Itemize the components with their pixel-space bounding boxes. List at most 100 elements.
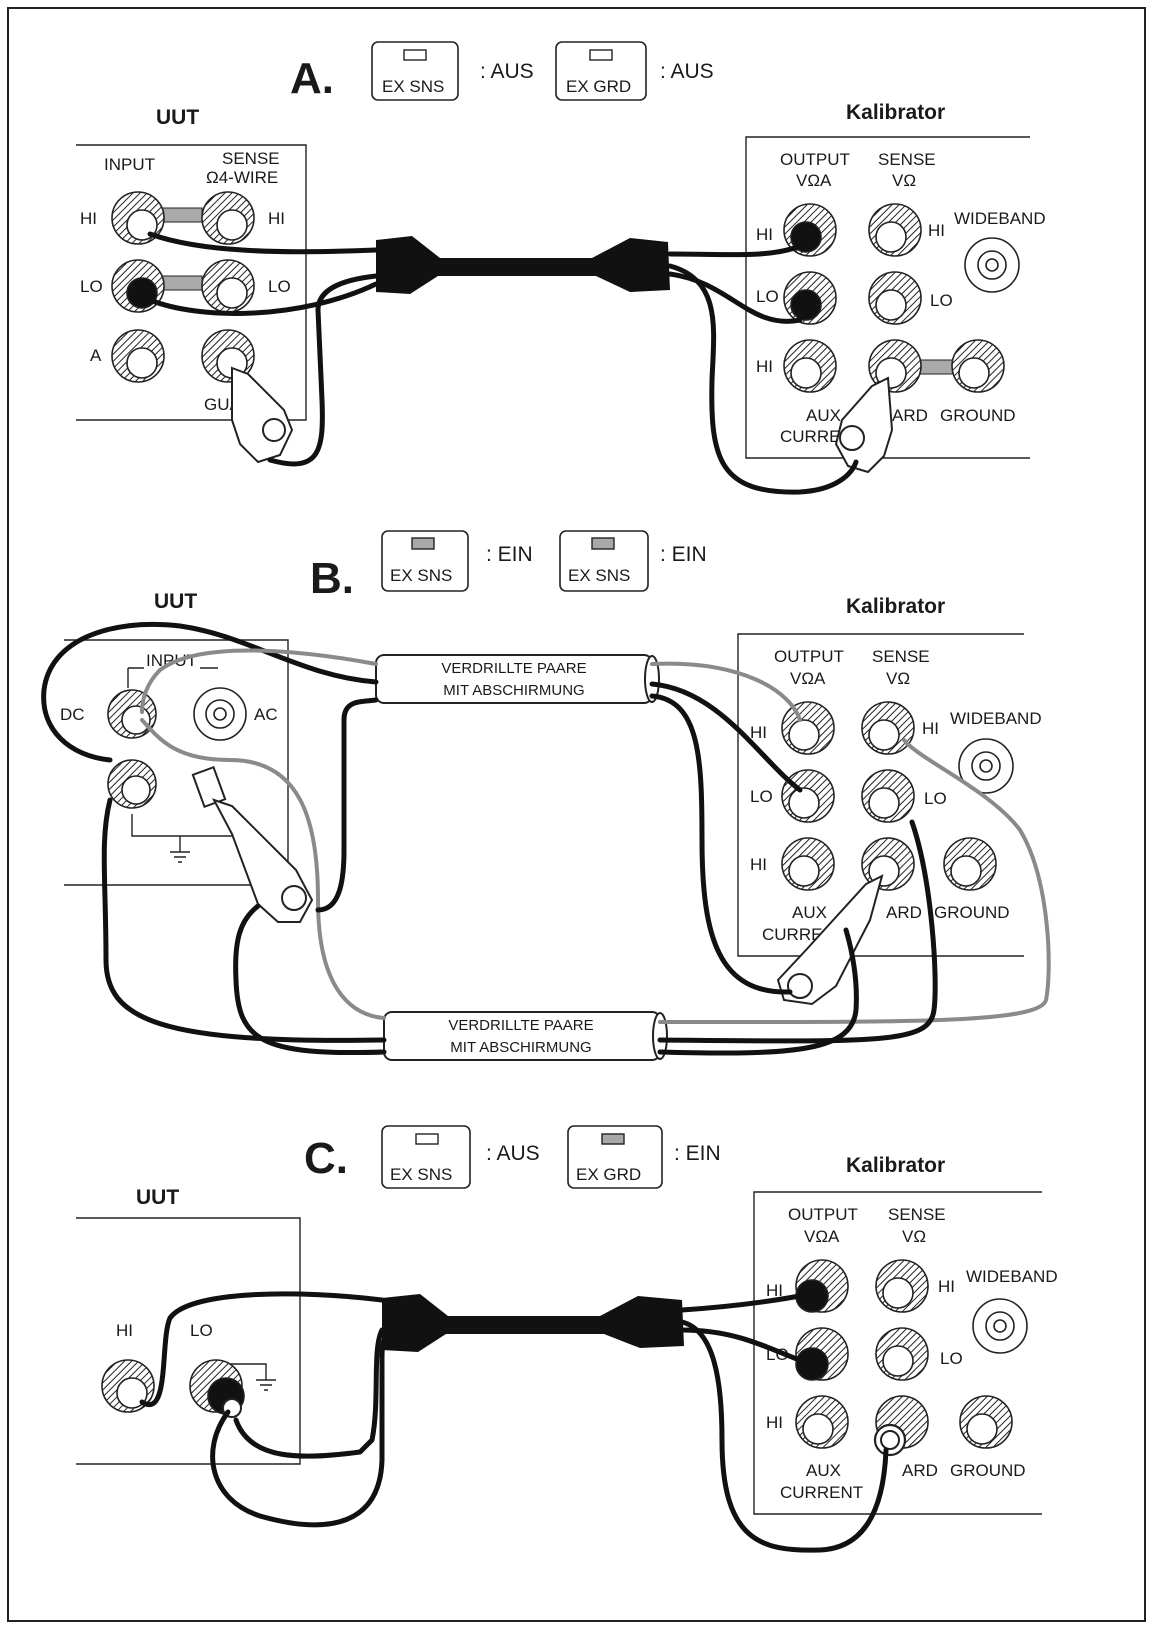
uut-lo-label-a: LO <box>80 277 103 296</box>
cal-lo1-label-a: LO <box>756 287 779 306</box>
cal-sense-lo-terminal-b <box>861 769 915 823</box>
cal-current-label-c: CURRENT <box>780 1483 863 1502</box>
cal-lo2-label-b: LO <box>924 789 947 808</box>
cal-output-label-c: OUTPUT <box>788 1205 858 1224</box>
cal-aux-label-b: AUX <box>792 903 827 922</box>
uut-input-label-a: INPUT <box>104 155 155 174</box>
cal-output-lo-terminal-c <box>795 1327 849 1381</box>
cal-hi1-label-a: HI <box>756 225 773 244</box>
cal-wideband-terminal-a <box>964 237 1020 293</box>
uut-dc-hi-terminal-b <box>107 689 157 739</box>
ex-sns-state-b2: : EIN <box>660 543 707 566</box>
ex-sns-state-c: : AUS <box>486 1142 540 1165</box>
uut-hi-label-c: HI <box>116 1321 133 1340</box>
cal-guard-label-c: ARD <box>902 1461 938 1480</box>
cal-hi3-label-b: HI <box>750 855 767 874</box>
cal-guard-terminal-c <box>873 1395 929 1457</box>
cal-hi1-label-b: HI <box>750 723 767 742</box>
ex-sns-led-b1 <box>411 537 435 550</box>
uut-sense-label-a: SENSE <box>222 149 280 168</box>
cal-sense-label-c: SENSE <box>888 1205 946 1224</box>
ex-grd-led-c <box>601 1133 625 1145</box>
section-c: C. EX SNS : AUS EX GRD : EIN UUT HI LO K… <box>76 1125 1058 1553</box>
ex-sns-led-a <box>403 49 427 61</box>
uut-lo-label-c: LO <box>190 1321 213 1340</box>
cal-output-label-a: OUTPUT <box>780 150 850 169</box>
cal-aux-label-a: AUX <box>806 406 841 425</box>
uut-title-a: UUT <box>156 106 199 129</box>
cal-sense-hi-terminal-a <box>868 203 922 257</box>
cal-output-label-b: OUTPUT <box>774 647 844 666</box>
cal-guard-label-a: ARD <box>892 406 928 425</box>
uut-dc-label-b: DC <box>60 705 85 724</box>
section-b: B. EX SNS : EIN EX SNS : EIN UUT INPUT D… <box>41 530 1051 1061</box>
ex-sns-key-a: EX SNS <box>371 41 459 101</box>
ex-grd-state-a: : AUS <box>660 60 714 83</box>
cal-vohma-label-c: VΩA <box>804 1227 840 1246</box>
cal-aux-hi-terminal-b <box>781 837 835 891</box>
cal-hi3-label-a: HI <box>756 357 773 376</box>
uut-input-label-b: INPUT <box>146 651 197 670</box>
cal-output-lo-terminal-b <box>781 769 835 823</box>
cal-output-hi-terminal-b <box>781 701 835 755</box>
uut-sense-lo-label-a: LO <box>268 277 291 296</box>
cal-output-hi-terminal-a <box>783 203 837 257</box>
ex-grd-key-a: EX GRD <box>555 41 647 101</box>
figure-frame <box>7 7 1146 1622</box>
section-a-letter: A. <box>290 54 334 103</box>
cal-output-hi-terminal-c <box>795 1259 849 1313</box>
cal-title-b: Kalibrator <box>846 595 945 618</box>
uut-sense-lo-terminal-a <box>201 259 255 313</box>
ex-sns-key-b1: EX SNS <box>381 530 469 592</box>
uut-title-b: UUT <box>154 590 197 613</box>
cal-sense-lo-terminal-a <box>868 271 922 325</box>
cable-bottom-line1: VERDRILLTE PAARE <box>448 1017 593 1034</box>
uut-dc-lo-terminal-b <box>107 759 157 809</box>
uut-ac-label-b: AC <box>254 705 278 724</box>
cal-ground-terminal-c <box>959 1395 1013 1449</box>
cal-hi2-label-a: HI <box>928 221 945 240</box>
cal-current-label-a: CURRE <box>780 427 840 446</box>
cal-sense-label-b: SENSE <box>872 647 930 666</box>
cal-wideband-terminal-b <box>958 738 1014 794</box>
ex-sns-led-b2 <box>591 537 615 550</box>
uut-sense-hi-label-a: HI <box>268 209 285 228</box>
cable-top-line1: VERDRILLTE PAARE <box>441 660 586 677</box>
ex-sns-key-b2: EX SNS <box>559 530 649 592</box>
ex-sns-label-b1: EX SNS <box>390 566 452 585</box>
cal-aux-hi-terminal-c <box>795 1395 849 1449</box>
ex-sns-label-a: EX SNS <box>382 77 444 96</box>
cal-hi2-label-b: HI <box>922 719 939 738</box>
ex-sns-led-c <box>415 1133 439 1145</box>
uut-hi-terminal-c <box>101 1359 155 1413</box>
cal-hi3-label-c: HI <box>766 1413 783 1432</box>
cal-wideband-terminal-c <box>972 1298 1028 1354</box>
cal-ground-terminal-b <box>943 837 997 891</box>
cal-lo2-label-a: LO <box>930 291 953 310</box>
ex-grd-label-c: EX GRD <box>576 1165 641 1184</box>
ex-grd-led-a <box>589 49 613 61</box>
section-b-letter: B. <box>310 554 354 603</box>
cal-ground-terminal-a <box>951 339 1005 393</box>
cal-wideband-label-c: WIDEBAND <box>966 1267 1058 1286</box>
cal-vo-label-c: VΩ <box>902 1227 926 1246</box>
cal-ground-label-a: GROUND <box>940 406 1016 425</box>
cal-sense-label-a: SENSE <box>878 150 936 169</box>
uut-a-terminal-a <box>111 329 165 383</box>
cal-aux-label-c: AUX <box>806 1461 841 1480</box>
cal-sense-hi-terminal-c <box>875 1259 929 1313</box>
cable-top-line2: MIT ABSCHIRMUNG <box>443 682 584 699</box>
cal-sense-lo-terminal-c <box>875 1327 929 1381</box>
uut-title-c: UUT <box>136 1186 179 1209</box>
cal-lo1-label-b: LO <box>750 787 773 806</box>
section-c-letter: C. <box>304 1134 348 1183</box>
ex-sns-label-b2: EX SNS <box>568 566 630 585</box>
ex-grd-key-c: EX GRD <box>567 1125 663 1189</box>
uut-a-label-a: A <box>90 346 102 365</box>
ex-sns-state-a: : AUS <box>480 60 534 83</box>
ex-sns-state-b1: : EIN <box>486 543 533 566</box>
ex-grd-label-a: EX GRD <box>566 77 631 96</box>
cal-vo-label-b: VΩ <box>886 669 910 688</box>
uut-hi-label-a: HI <box>80 209 97 228</box>
